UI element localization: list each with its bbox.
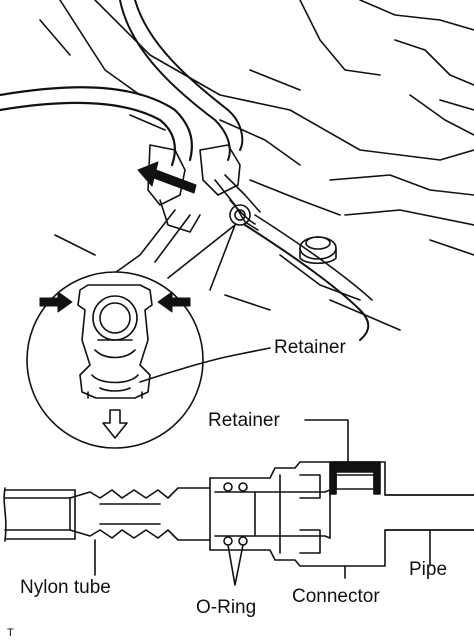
hollow-down-arrow-icon [102, 409, 128, 439]
label-pipe: Pipe [409, 559, 448, 580]
leader-line-retainer-inset [139, 347, 271, 383]
label-retainer-section: Retainer [208, 410, 280, 431]
connector-cross-section [3, 461, 474, 567]
arrow-icon [39, 291, 191, 313]
engine-bay-view [0, 0, 474, 341]
leader-line-retainer-section [304, 419, 349, 463]
arrow-icon [137, 161, 197, 194]
figure-reference: T [7, 627, 14, 639]
label-o-ring: O-Ring [196, 597, 257, 618]
label-retainer-inset: Retainer [274, 337, 346, 358]
label-connector: Connector [292, 586, 380, 607]
label-nylon-tube: Nylon tube [20, 577, 111, 598]
leader-line-o-ring [227, 544, 244, 586]
callout-wedge [167, 224, 236, 291]
retainer-inset [26, 271, 204, 449]
